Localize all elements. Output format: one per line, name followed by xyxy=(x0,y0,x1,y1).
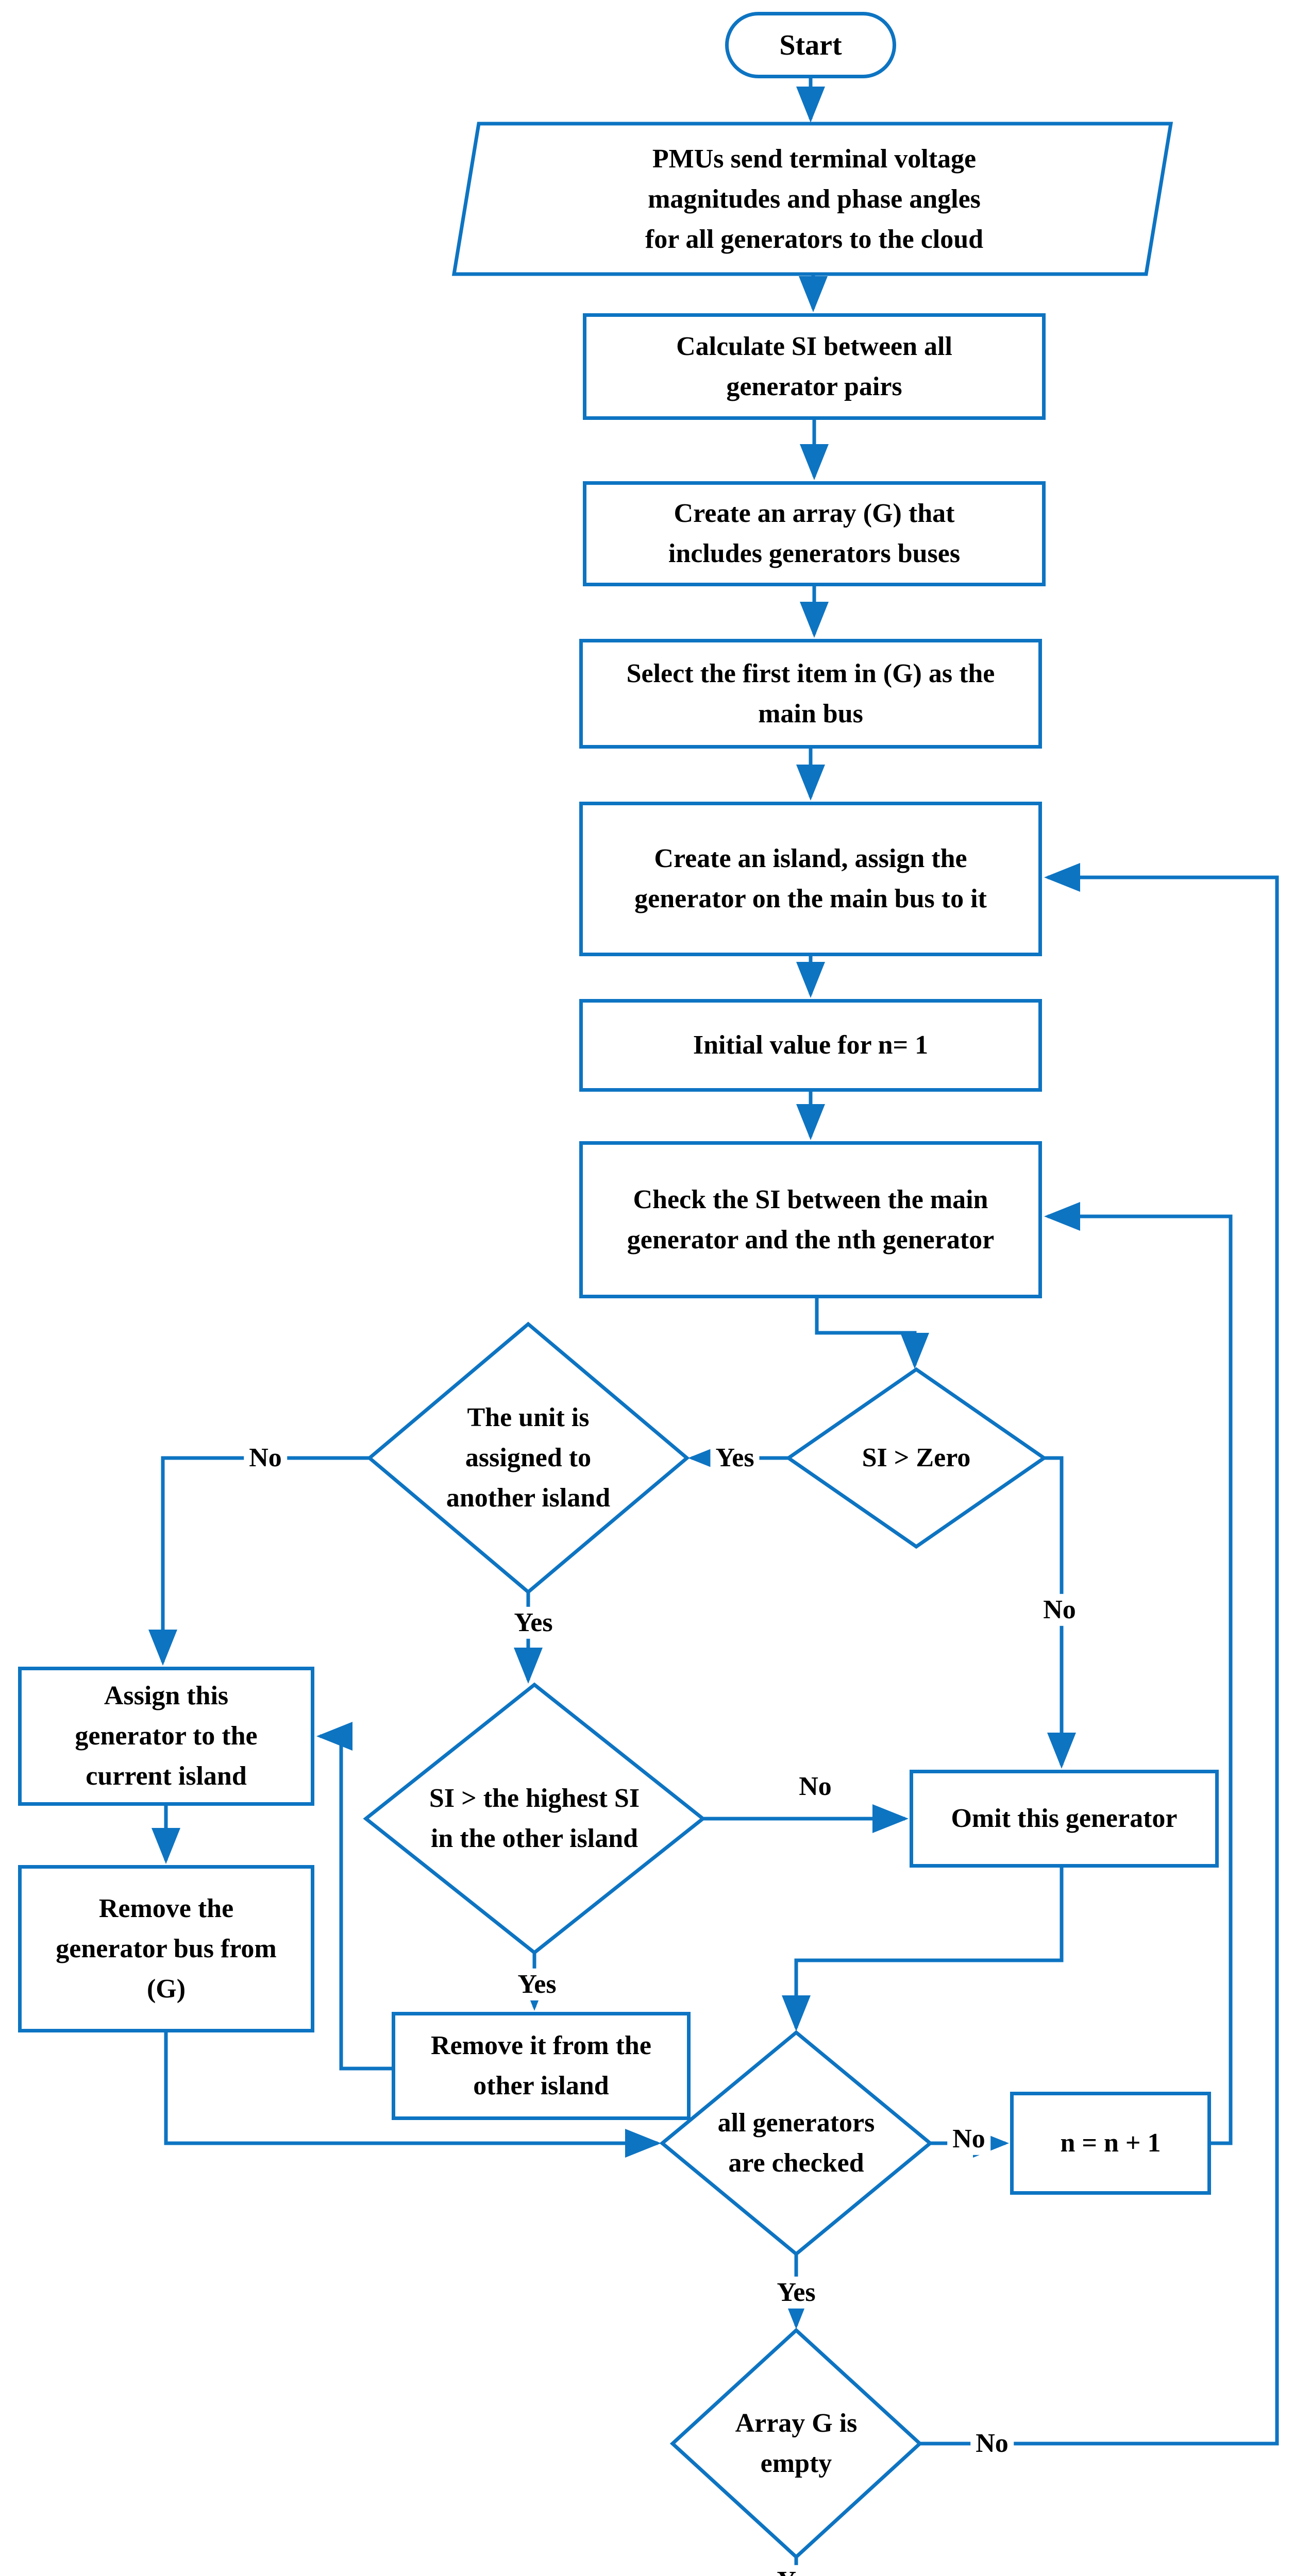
edge-sizero-no xyxy=(1044,1456,1076,1769)
node-assign-current-label: Assign this generator to the current isl… xyxy=(75,1681,258,1791)
edge-ninc-to-check-loop xyxy=(1044,1202,1233,2145)
edge-label-allchecked-no: No xyxy=(947,2123,990,2156)
diamond-all-checked-shape xyxy=(659,2030,933,2257)
node-check-si-label: Check the SI between the main generator … xyxy=(627,1184,995,1255)
node-unit-assigned-label: The unit is assigned to another island xyxy=(446,1403,611,1513)
node-create-array-label: Create an array (G) that includes genera… xyxy=(668,499,961,568)
node-remove-other-label: Remove it from the other island xyxy=(431,2031,651,2100)
node-pmu-io: PMUs send terminal voltage magnitudes an… xyxy=(490,135,1139,264)
node-omit-label: Omit this generator xyxy=(951,1804,1178,1833)
edge-label-unit-yes: Yes xyxy=(509,1606,558,1639)
node-unit-assigned: The unit is assigned to another island xyxy=(399,1391,657,1525)
node-create-island-label: Create an island, assign the generator o… xyxy=(634,844,987,913)
node-create-island: Create an island, assign the generator o… xyxy=(579,802,1042,956)
node-calc-si-label: Calculate SI between all generator pairs xyxy=(676,331,952,401)
io-parallelogram-shape xyxy=(451,122,1173,276)
edge-label-highest-no: No xyxy=(794,1770,837,1803)
edge-label-sizero-no: No xyxy=(1038,1594,1081,1626)
node-all-checked: all generators are checked xyxy=(667,2092,925,2195)
edge-label-allchecked-yes: Yes xyxy=(771,2276,821,2309)
node-create-array: Create an array (G) that includes genera… xyxy=(583,481,1046,586)
diamond-array-empty-shape xyxy=(669,2328,923,2560)
node-si-highest: SI > the highest SI in the other island xyxy=(367,1772,702,1865)
node-all-checked-label: all generators are checked xyxy=(717,2108,875,2178)
edge-label-highest-yes: Yes xyxy=(512,1968,562,2001)
node-array-empty: Array G is empty xyxy=(673,2397,920,2490)
node-remove-bus-label: Remove the generator bus from (G) xyxy=(56,1893,277,2004)
node-si-highest-label: SI > the highest SI in the other island xyxy=(429,1784,640,1853)
edge-arrayempty-no-loop xyxy=(920,863,1279,2446)
edge-removeother-to-assign xyxy=(316,1722,392,2071)
node-initial-n-label: Initial value for n= 1 xyxy=(693,1030,929,1060)
node-si-zero-label: SI > Zero xyxy=(862,1443,971,1472)
node-pmu-io-label: PMUs send terminal voltage magnitudes an… xyxy=(645,144,984,254)
edge-unit-no xyxy=(148,1456,369,1666)
node-assign-current: Assign this generator to the current isl… xyxy=(18,1667,314,1806)
node-start-label: Start xyxy=(779,29,842,61)
node-omit: Omit this generator xyxy=(910,1770,1219,1868)
node-start: Start xyxy=(725,12,896,78)
diamond-unit-assigned-shape xyxy=(366,1321,690,1595)
edge-omit-to-allchecked xyxy=(782,1868,1064,2031)
edge-removebus-to-allchecked xyxy=(164,2032,661,2158)
node-calc-si: Calculate SI between all generator pairs xyxy=(583,313,1046,420)
node-n-inc: n = n + 1 xyxy=(1010,2092,1211,2195)
node-select-first: Select the first item in (G) as the main… xyxy=(579,639,1042,749)
edge-label-sizero-yes: Yes xyxy=(710,1442,760,1475)
node-remove-other: Remove it from the other island xyxy=(392,2012,691,2120)
node-si-zero: SI > Zero xyxy=(813,1432,1019,1484)
node-initial-n: Initial value for n= 1 xyxy=(579,999,1042,1092)
node-check-si: Check the SI between the main generator … xyxy=(579,1141,1042,1298)
edge-label-arrayempty-yes: Yes xyxy=(771,2565,821,2576)
node-remove-bus: Remove the generator bus from (G) xyxy=(18,1865,314,2032)
node-array-empty-label: Array G is empty xyxy=(735,2409,858,2478)
edge-label-unit-no: No xyxy=(244,1442,287,1475)
edge-label-arrayempty-no: No xyxy=(970,2427,1014,2460)
node-select-first-label: Select the first item in (G) as the main… xyxy=(626,658,995,728)
diamond-si-highest-shape xyxy=(363,1682,706,1955)
edge-check-to-sizero xyxy=(815,1298,929,1369)
node-n-inc-label: n = n + 1 xyxy=(1060,2128,1161,2158)
diamond-si-zero-shape xyxy=(785,1367,1048,1549)
